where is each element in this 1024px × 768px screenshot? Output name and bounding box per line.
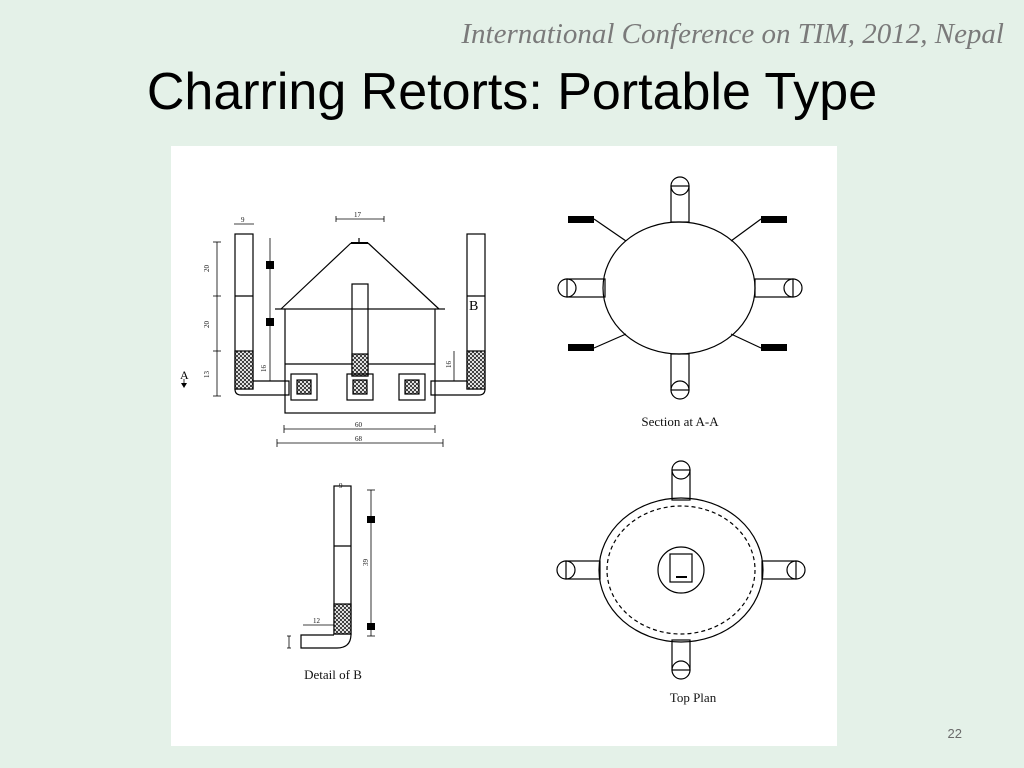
page-number: 22 <box>947 726 962 741</box>
drum-body <box>284 308 436 414</box>
section-tube <box>566 278 606 298</box>
dim-label: 16 <box>260 365 268 373</box>
dim-label: 20 <box>203 321 211 329</box>
section-tube <box>670 185 690 223</box>
plan-tube <box>671 469 691 501</box>
cone-right-edge <box>367 242 440 310</box>
slide-title: Charring Retorts: Portable Type <box>146 63 878 121</box>
dim-label: 9 <box>241 216 245 224</box>
clamp-block <box>266 261 274 269</box>
air-port-center <box>346 373 374 401</box>
section-a-a <box>557 176 803 400</box>
dim-label: 13 <box>203 371 211 379</box>
plan-tube <box>761 560 797 580</box>
support-block <box>568 216 594 223</box>
dim-label: 17 <box>354 211 362 219</box>
plan-tube <box>565 560 601 580</box>
diagram-canvas: Section at A-A Detail of B Top Plan A B … <box>180 176 806 705</box>
chimney-right-elbow <box>430 380 486 396</box>
caption-section-a-a: Section at A-A <box>641 414 719 429</box>
dim-label: 20 <box>203 265 211 273</box>
support-block <box>568 344 594 351</box>
chimney-left-elbow <box>234 380 290 396</box>
section-tube <box>754 278 794 298</box>
retort-diagram: Section at A-A Detail of B Top Plan A B … <box>171 146 837 746</box>
caption-top-plan: Top Plan <box>670 690 717 705</box>
detail-marker-b: B <box>469 299 478 314</box>
plan-inner-ring <box>606 505 756 635</box>
elevation-view <box>181 216 486 447</box>
section-marker-a: A <box>180 368 189 382</box>
air-port-left <box>290 373 318 401</box>
clamp-block <box>367 623 375 630</box>
dim-label: 16 <box>445 361 453 369</box>
conference-header: International Conference on TIM, 2012, N… <box>461 18 1004 50</box>
section-tube <box>670 353 690 391</box>
caption-detail-of-b: Detail of B <box>304 667 362 682</box>
dim-label: 68 <box>355 435 363 443</box>
dim-label: 39 <box>362 559 370 567</box>
dim-label: 9 <box>339 482 343 490</box>
support-block <box>761 216 787 223</box>
dim-label: 60 <box>355 421 363 429</box>
dim-label: 12 <box>313 617 321 625</box>
clamp-block <box>266 318 274 326</box>
detail-elbow <box>300 633 352 649</box>
support-block <box>761 344 787 351</box>
air-port-right <box>398 373 426 401</box>
plan-center-port <box>657 546 705 594</box>
plan-tube <box>671 639 691 671</box>
plan-center-tube <box>669 553 693 583</box>
top-plan <box>556 460 806 680</box>
detail-of-b <box>287 485 375 649</box>
clamp-block <box>367 516 375 523</box>
cone-left-edge <box>280 242 352 310</box>
plan-outer-ring <box>598 497 764 643</box>
